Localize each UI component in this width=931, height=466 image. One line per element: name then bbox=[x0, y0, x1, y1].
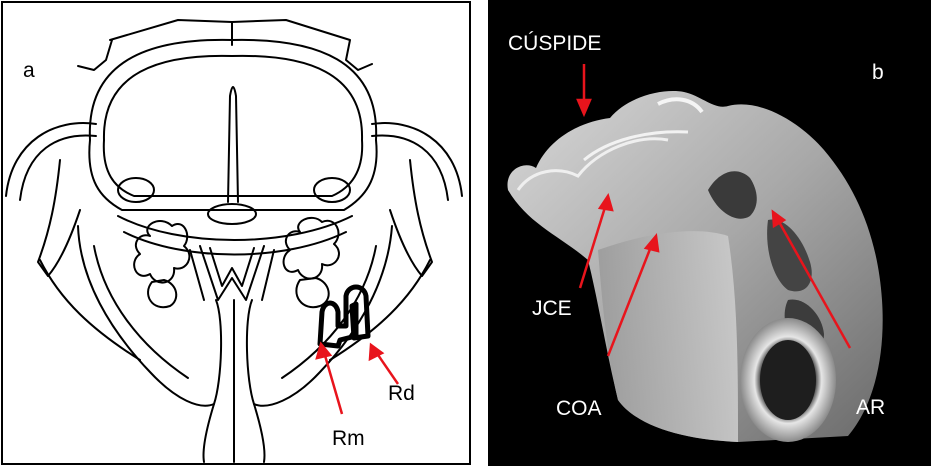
label-rd: Rd bbox=[388, 383, 415, 404]
label-coa: COA bbox=[556, 398, 602, 419]
root-canal-lumen bbox=[760, 340, 816, 420]
label-ar: AR bbox=[856, 397, 885, 418]
label-cuspide: CÚSPIDE bbox=[508, 33, 601, 54]
panel-a-line-drawing: a Rd Rm bbox=[0, 0, 472, 466]
label-jce: JCE bbox=[532, 298, 572, 319]
panel-b-letter: b bbox=[872, 62, 884, 83]
label-rm: Rm bbox=[332, 428, 365, 449]
panel-a-letter: a bbox=[23, 60, 35, 81]
panel-b-3d-render: CÚSPIDE b JCE COA AR bbox=[488, 0, 931, 466]
